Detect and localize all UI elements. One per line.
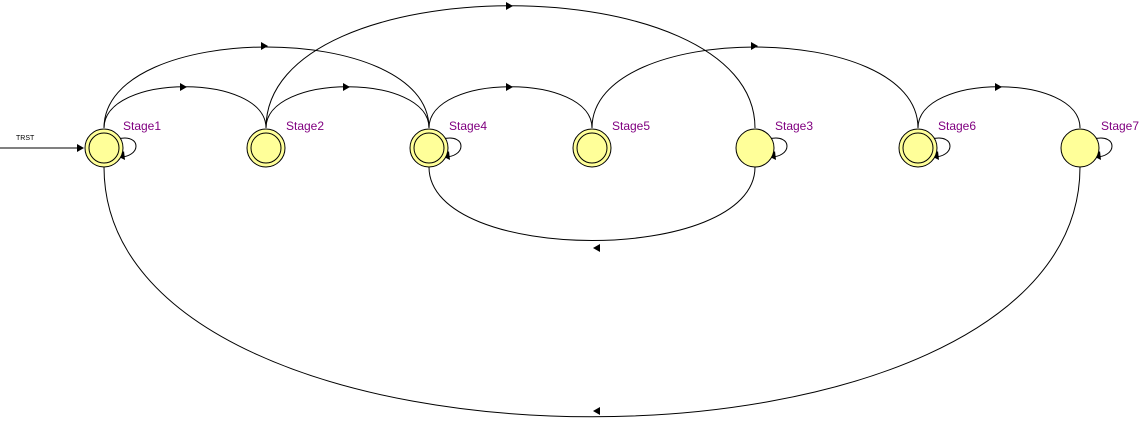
reset-label: TRST: [16, 135, 35, 142]
reset-arrowhead: [77, 144, 84, 152]
state-label: Stage6: [938, 119, 976, 133]
transitions: [103, 2, 1081, 418]
transition-arrowhead: [506, 2, 513, 10]
state-stage2[interactable]: Stage2: [246, 119, 324, 168]
state-circle: [1060, 128, 1100, 168]
state-circle: [735, 128, 775, 168]
transition-arrowhead: [593, 407, 600, 415]
states: Stage1 Stage2 Stage4 Stage5 Stage3: [84, 119, 1139, 168]
state-label: Stage4: [449, 119, 487, 133]
state-stage4[interactable]: Stage4: [409, 119, 487, 168]
state-label: Stage5: [612, 119, 650, 133]
state-label: Stage2: [286, 119, 324, 133]
transition-arrowhead: [261, 42, 268, 50]
state-label: Stage7: [1101, 119, 1139, 133]
transition-arrowhead: [751, 42, 758, 50]
transition-arrowhead: [593, 244, 600, 252]
state-inner-ring: [413, 132, 445, 164]
state-circle: [409, 128, 449, 168]
state-circle: [246, 128, 286, 168]
transition-arrowhead: [180, 83, 187, 91]
state-stage5[interactable]: Stage5: [572, 119, 650, 168]
transition-stage7-to-stage1: [103, 166, 1081, 418]
transition-stage2-to-stage3: [265, 5, 756, 129]
state-inner-ring: [576, 132, 608, 164]
state-stage6[interactable]: Stage6: [898, 119, 976, 168]
state-inner-ring: [250, 132, 282, 164]
state-label: Stage3: [775, 119, 813, 133]
state-circle: [898, 128, 938, 168]
state-circle: [572, 128, 612, 168]
state-stage1[interactable]: Stage1: [84, 119, 161, 168]
transition-stage3-to-stage4: [428, 166, 756, 241]
reset-transition: TRST: [0, 135, 84, 152]
transition-arrowhead: [995, 83, 1002, 91]
state-inner-ring: [902, 132, 934, 164]
state-stage3[interactable]: Stage3: [735, 119, 813, 168]
state-circle: [84, 128, 124, 168]
transition-arrowhead: [343, 83, 350, 91]
transition-stage5-to-stage6: [591, 46, 919, 129]
state-label: Stage1: [123, 119, 161, 133]
state-stage7[interactable]: Stage7: [1060, 119, 1139, 168]
transition-arrowhead: [506, 83, 513, 91]
state-inner-ring: [88, 132, 120, 164]
transition-stage1-to-stage4: [103, 46, 430, 129]
